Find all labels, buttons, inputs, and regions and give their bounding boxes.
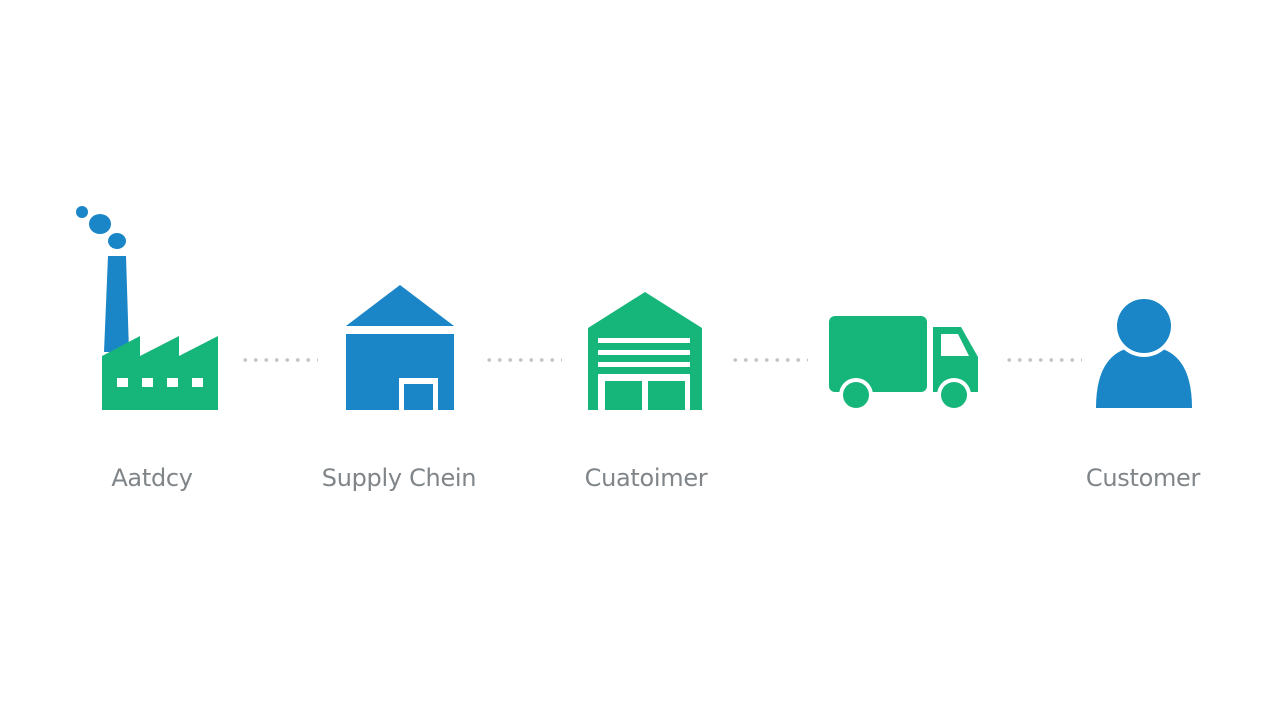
factory-window <box>167 378 178 387</box>
truck-wheel-front-tire <box>941 382 967 408</box>
connector-dots <box>240 358 318 362</box>
person-body <box>1096 346 1192 408</box>
truck-window <box>941 334 969 356</box>
warehouse-door-left <box>605 381 642 410</box>
truck-wheel-rear-tire <box>843 382 869 408</box>
smoke-puff-medium <box>108 233 126 249</box>
stage-label-factory: Aatdcy <box>111 464 193 492</box>
warehouse-icon <box>588 292 702 410</box>
truck-cargo <box>829 316 927 392</box>
person-icon <box>1096 295 1192 408</box>
house-roof <box>346 285 454 326</box>
person-head <box>1117 299 1171 353</box>
warehouse-door-slat <box>598 362 690 367</box>
warehouse-door-slat <box>598 338 690 343</box>
smoke-puff-small <box>76 206 88 218</box>
truck-chassis-gap <box>927 316 933 380</box>
house-door-inner <box>404 384 433 410</box>
house-icon <box>346 285 454 410</box>
factory-chimney <box>104 256 129 352</box>
factory-building <box>102 336 218 410</box>
smoke-puff-large <box>89 214 111 234</box>
truck-icon <box>829 316 978 412</box>
stage-label-warehouse: Cuatoimer <box>584 464 708 492</box>
factory-window <box>117 378 128 387</box>
factory-window <box>142 378 153 387</box>
factory-icon <box>76 206 218 410</box>
connector-dots <box>1004 358 1082 362</box>
warehouse-door-slat <box>598 350 690 355</box>
stage-label-customer: Customer <box>1085 464 1201 492</box>
connector-dots <box>730 358 808 362</box>
warehouse-door-right <box>648 381 685 410</box>
factory-window <box>192 378 203 387</box>
connector-dots <box>484 358 562 362</box>
stage-label-supply-chain: Supply Chein <box>321 464 477 492</box>
